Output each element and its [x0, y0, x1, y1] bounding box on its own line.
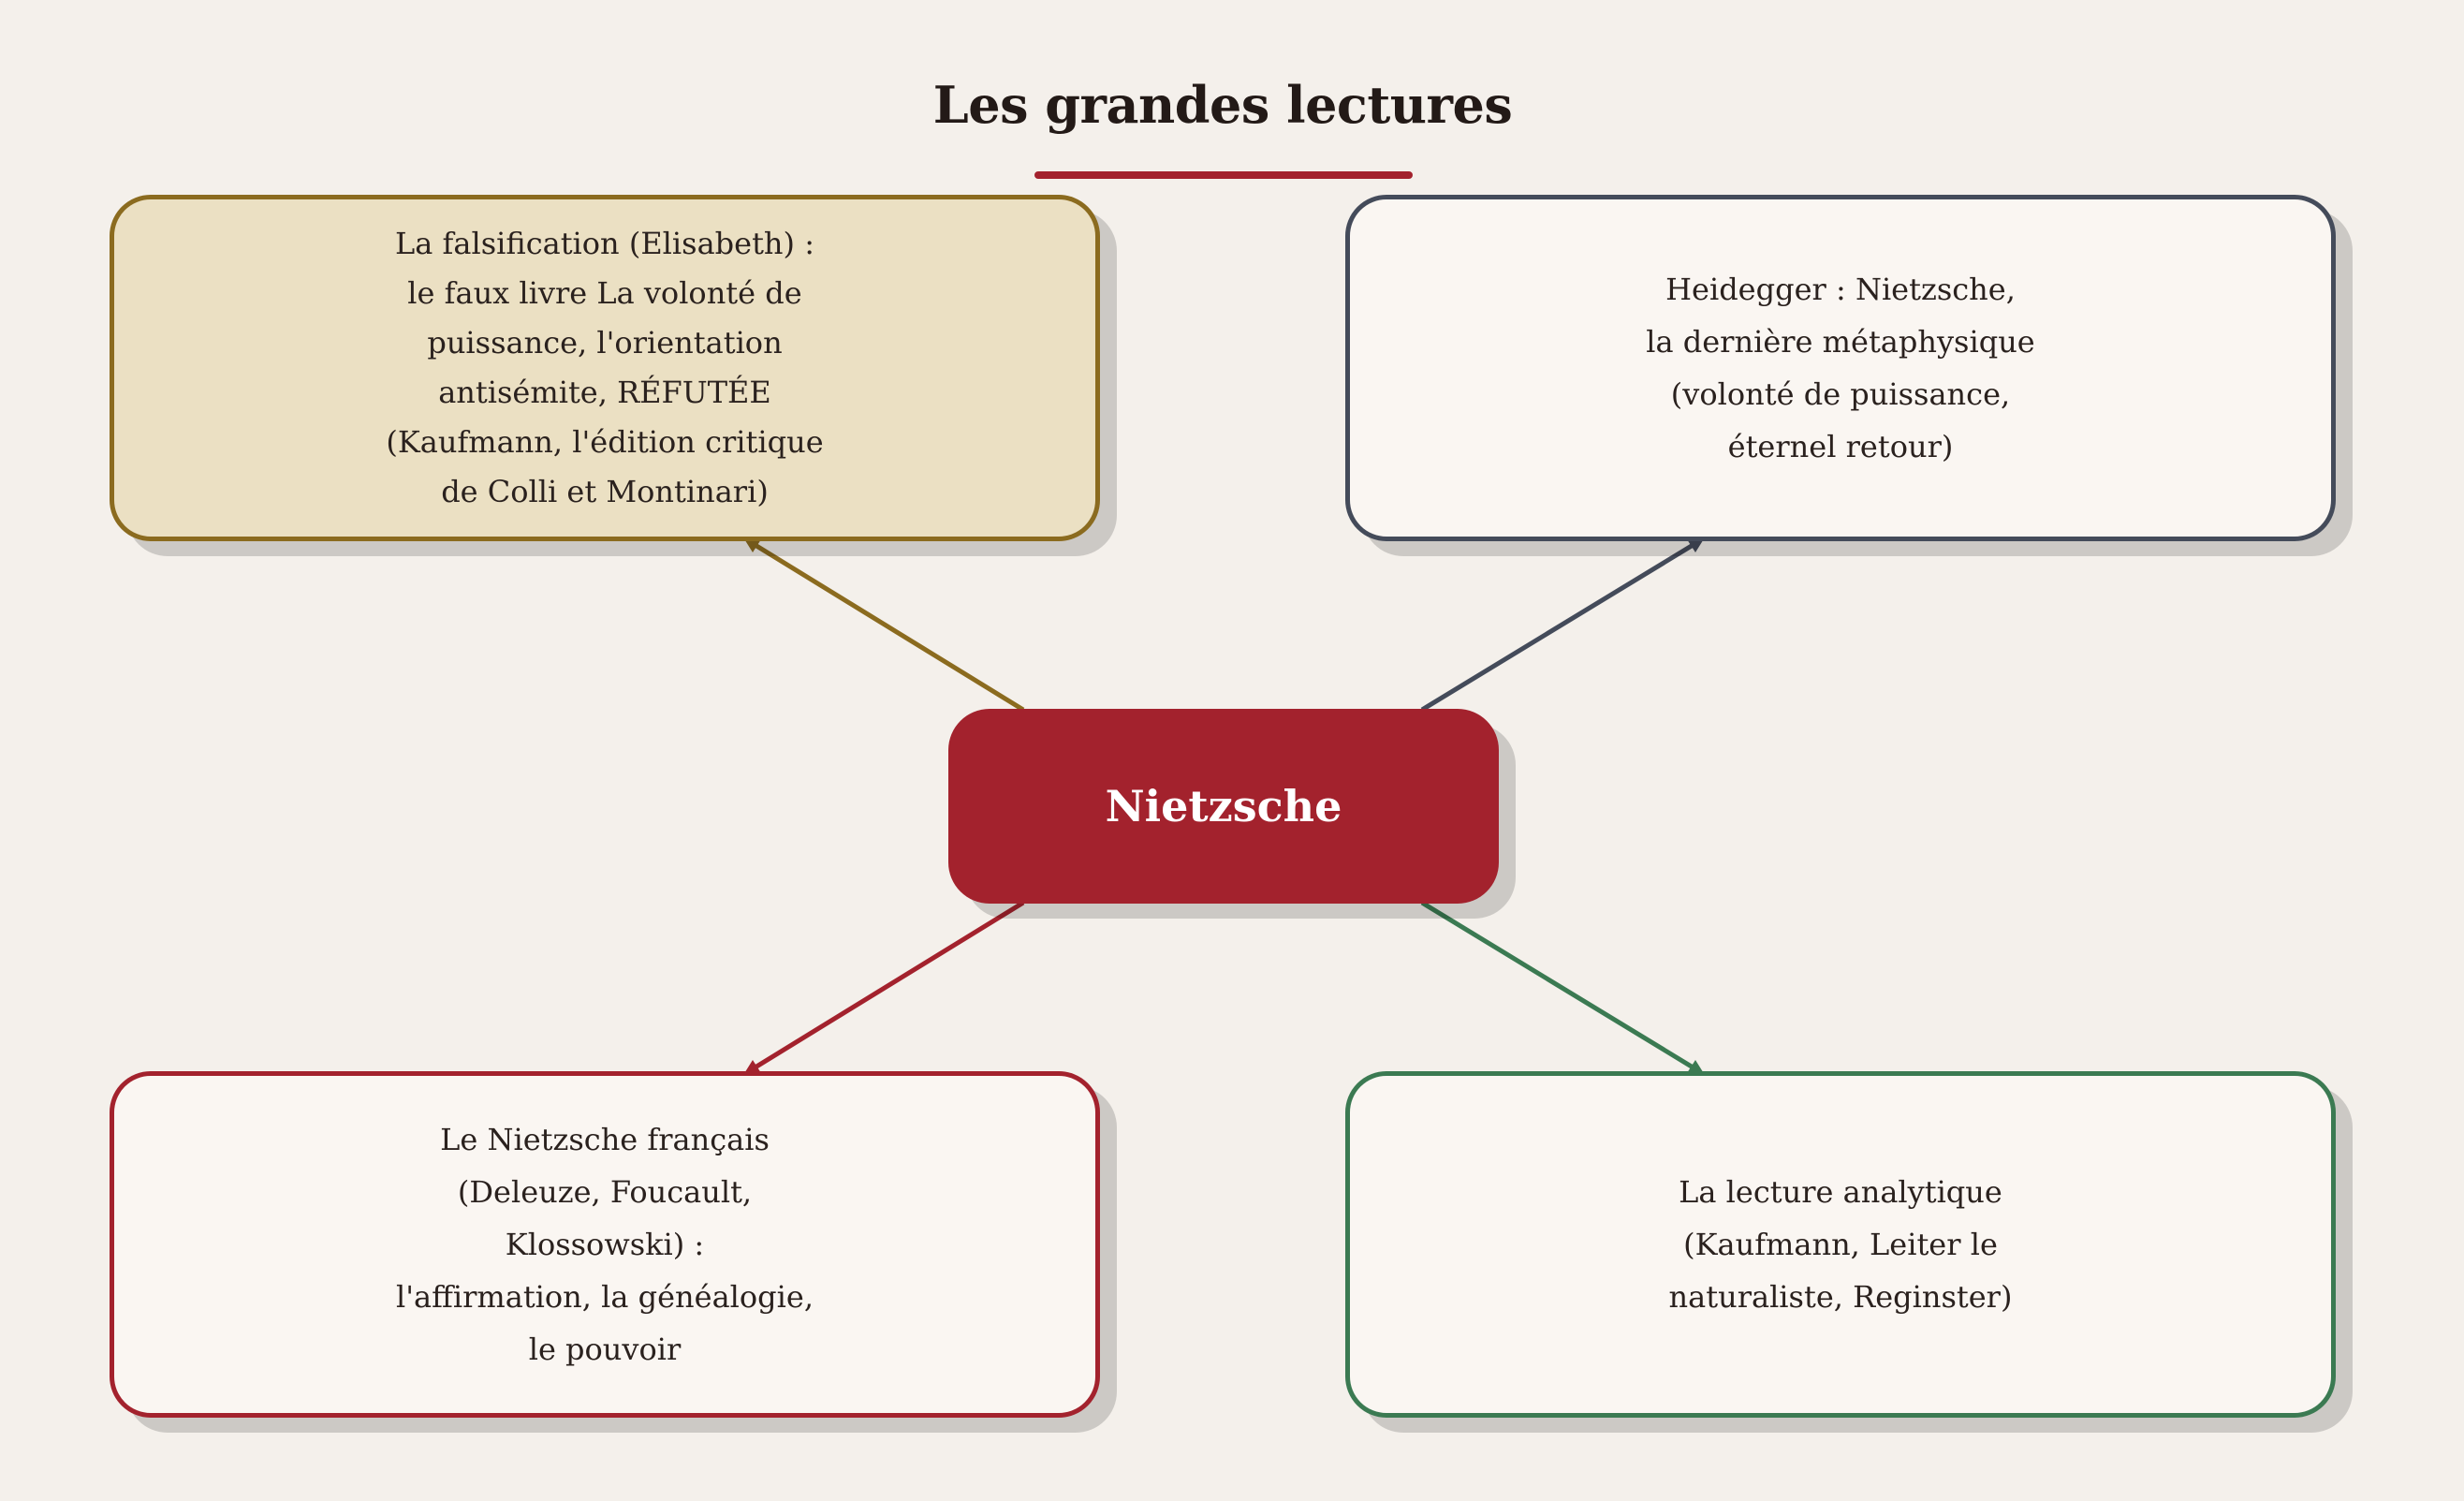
center-node-nietzsche: Nietzsche: [948, 709, 1499, 904]
arrow-to-top-left: [743, 537, 1025, 713]
arrow-to-bottom-right: [1420, 900, 1705, 1075]
arrow-to-bottom-left: [743, 900, 1025, 1075]
node-lecture-analytique: La lecture analytique (Kaufmann, Leiter …: [1345, 1071, 2336, 1418]
arrow-to-top-right: [1420, 537, 1705, 713]
node-nietzsche-francais: Le Nietzsche français (Deleuze, Foucault…: [110, 1071, 1100, 1418]
title-underline: [1034, 171, 1413, 179]
diagram-title: Les grandes lectures: [932, 75, 1513, 135]
node-falsification: La falsification (Elisabeth) : le faux l…: [110, 195, 1100, 541]
node-heidegger: Heidegger : Nietzsche, la dernière métap…: [1345, 195, 2336, 541]
